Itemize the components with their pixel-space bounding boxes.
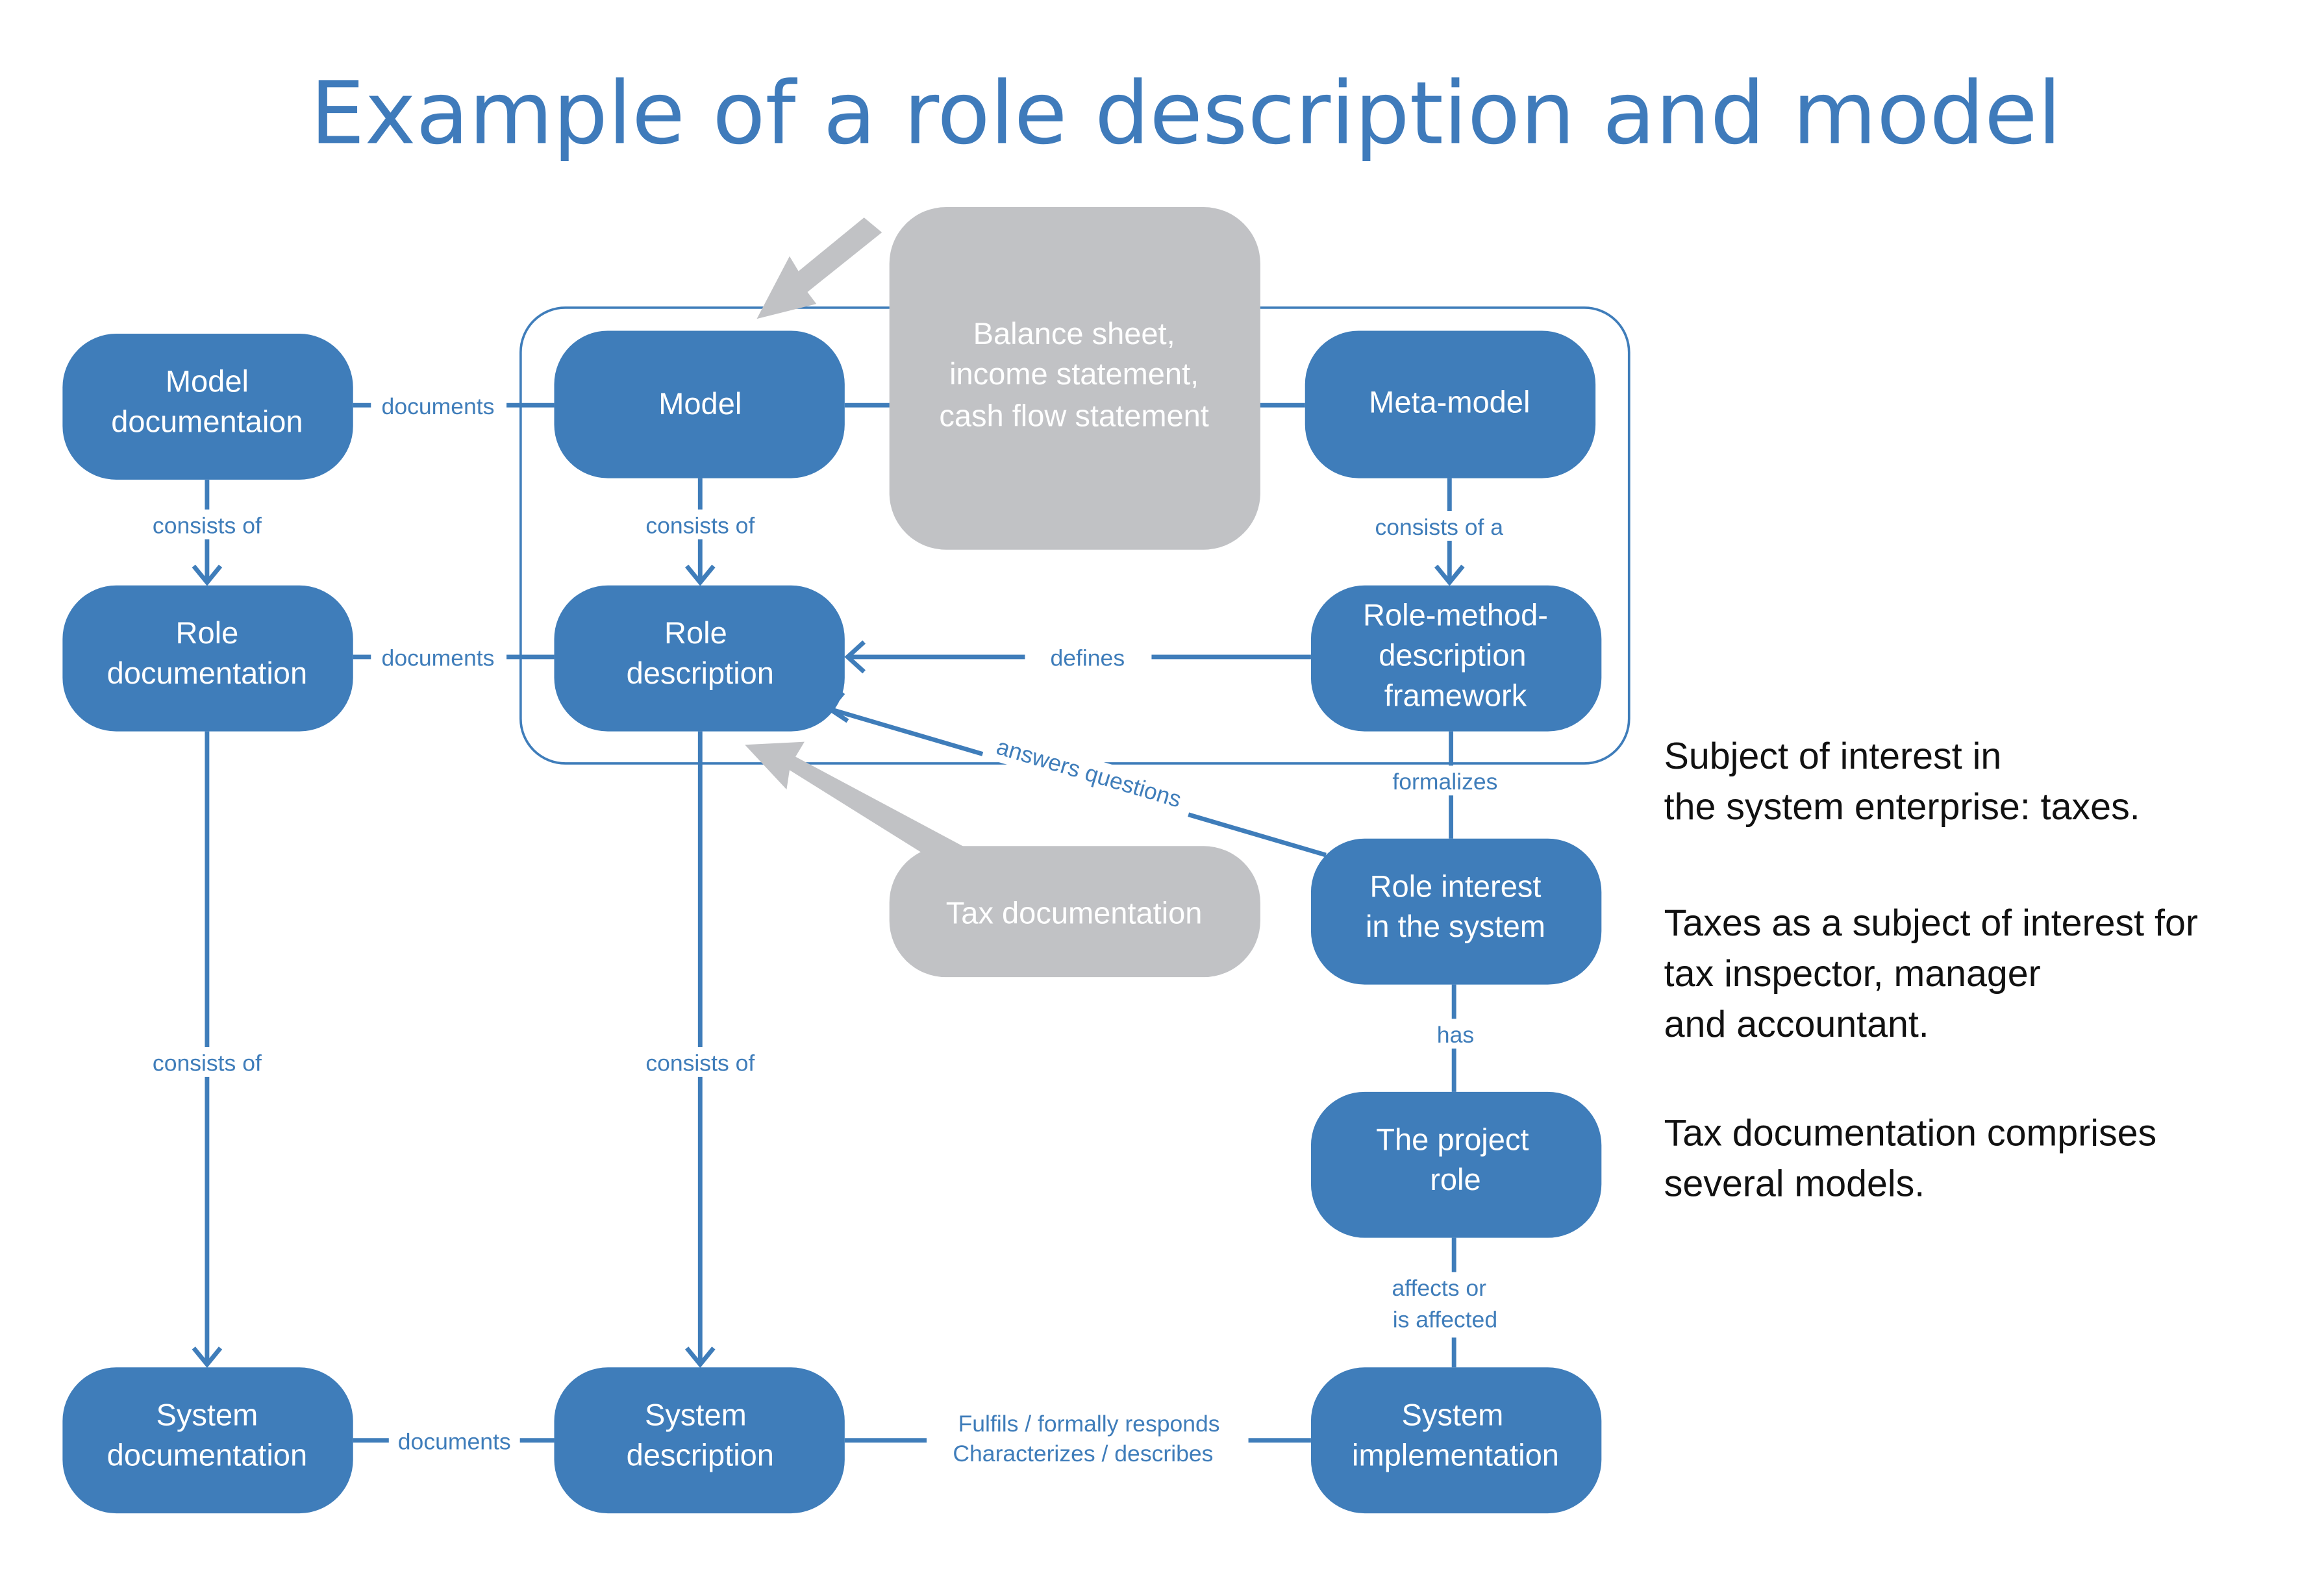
edges xyxy=(192,403,1465,1443)
node-role-description[interactable]: Role description xyxy=(554,585,845,732)
node-label: The project xyxy=(1376,1122,1529,1156)
side-note-line: several models. xyxy=(1664,1163,1925,1204)
side-note-line: Taxes as a subject of interest for xyxy=(1664,902,2198,944)
arrowhead-roledesc xyxy=(684,564,716,586)
page-title: Example of a role description and model xyxy=(310,63,2062,164)
side-note-line: the system enterprise: taxes. xyxy=(1664,786,2140,828)
arrowhead-sysdoc xyxy=(192,1346,223,1369)
note-line: income statement, xyxy=(949,356,1199,391)
node-label: description xyxy=(627,1438,774,1472)
arrowhead-framework xyxy=(1434,564,1465,586)
node-label: Role xyxy=(664,615,727,650)
side-note-line: Tax documentation comprises xyxy=(1664,1112,2157,1154)
label-consists-of: consists of xyxy=(645,1050,755,1076)
node-label: description xyxy=(1379,638,1526,673)
label-answers-questions: answers questions xyxy=(993,734,1184,813)
node-model[interactable]: Model xyxy=(554,330,845,478)
note-line: cash flow statement xyxy=(939,398,1209,432)
note-financial-statements: Balance sheet, income statement, cash fl… xyxy=(889,207,1260,550)
node-system-documentation[interactable]: System documentation xyxy=(62,1367,353,1514)
node-label: System xyxy=(156,1398,258,1432)
label-consists-of: consists of xyxy=(153,1050,262,1076)
label-documents: documents xyxy=(398,1428,511,1454)
label-documents: documents xyxy=(382,645,495,671)
node-model-documentation[interactable]: Model documentaion xyxy=(62,334,353,480)
node-label: Model xyxy=(166,364,249,399)
node-label: Role interest xyxy=(1369,869,1541,903)
note-line: Tax documentation xyxy=(946,896,1203,930)
label-has: has xyxy=(1437,1022,1474,1048)
node-project-role[interactable]: The project role xyxy=(1310,1091,1602,1238)
label-documents: documents xyxy=(382,393,495,419)
node-label: documentation xyxy=(107,656,307,690)
label-affects: is affected xyxy=(1393,1306,1497,1332)
node-label: description xyxy=(627,656,774,690)
side-note-line: tax inspector, manager xyxy=(1664,953,2041,995)
side-note-line: Subject of interest in xyxy=(1664,736,2002,777)
node-label: documentaion xyxy=(111,404,303,438)
node-label: Role-method- xyxy=(1363,598,1548,632)
gray-arrow-to-model-icon xyxy=(756,217,882,319)
gray-arrow-to-roledesc-icon xyxy=(745,741,969,867)
note-tax-documentation: Tax documentation xyxy=(889,846,1260,978)
note-line: Balance sheet, xyxy=(973,316,1175,351)
node-label: System xyxy=(645,1398,747,1432)
node-meta-model[interactable]: Meta-model xyxy=(1305,330,1596,478)
node-label: Model xyxy=(658,386,742,421)
arrowhead-defines xyxy=(844,640,866,674)
node-label: documentation xyxy=(107,1438,307,1472)
side-note-line: and accountant. xyxy=(1664,1004,1929,1045)
node-label: Role xyxy=(176,615,239,650)
label-affects: affects or xyxy=(1392,1275,1486,1301)
label-consists-of-a: consists of a xyxy=(1375,514,1503,540)
node-label: Meta-model xyxy=(1369,385,1530,419)
node-role-interest[interactable]: Role interest in the system xyxy=(1310,838,1602,985)
node-label: System xyxy=(1402,1398,1504,1432)
label-consists-of: consists of xyxy=(645,512,755,538)
node-label: implementation xyxy=(1352,1438,1559,1472)
node-label: in the system xyxy=(1366,909,1545,943)
node-role-documentation[interactable]: Role documentation xyxy=(62,585,353,732)
arrowhead-roledoc xyxy=(192,564,223,586)
label-defines: defines xyxy=(1050,645,1125,671)
node-system-description[interactable]: System description xyxy=(554,1367,845,1514)
label-formalizes: formalizes xyxy=(1392,769,1497,795)
side-notes: Subject of interest in the system enterp… xyxy=(1664,736,2198,1204)
edge-labels: documents documents documents consists o… xyxy=(140,390,1517,1470)
arrowhead-sysdesc xyxy=(684,1346,716,1369)
label-characterizes: Characterizes / describes xyxy=(953,1441,1213,1467)
node-system-implementation[interactable]: System implementation xyxy=(1310,1367,1602,1514)
node-label: role xyxy=(1430,1162,1481,1196)
node-role-method-description-framework[interactable]: Role-method- description framework xyxy=(1310,585,1602,732)
label-consists-of: consists of xyxy=(153,512,262,538)
label-fulfils: Fulfils / formally responds xyxy=(958,1411,1220,1437)
node-label: framework xyxy=(1384,678,1527,713)
